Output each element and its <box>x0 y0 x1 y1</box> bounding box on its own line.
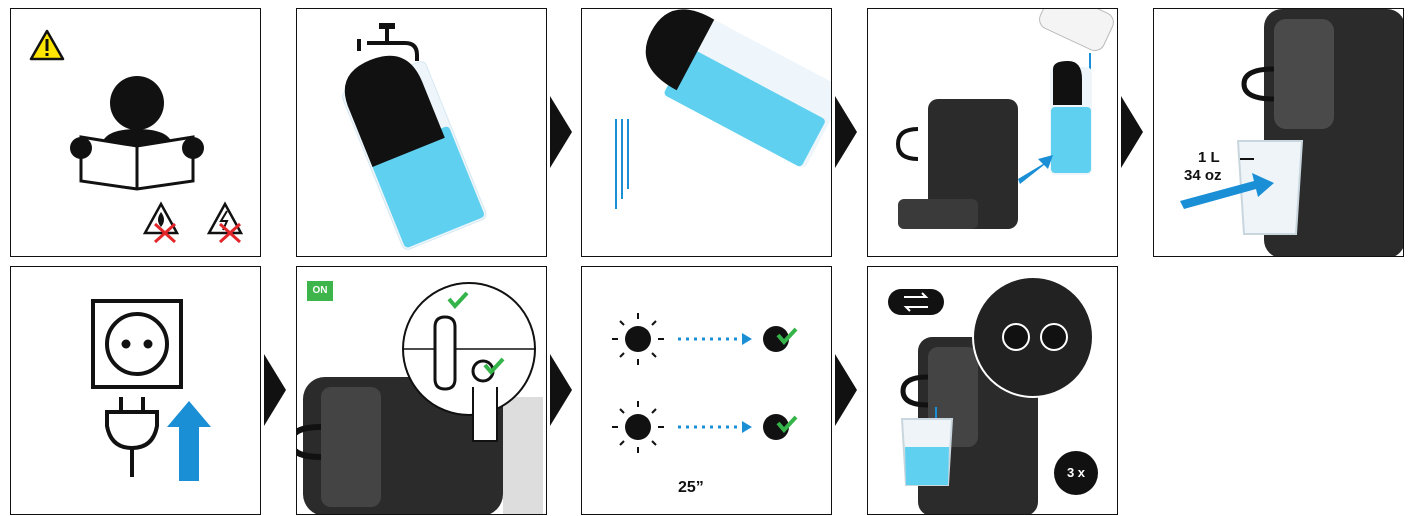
power-plug-icon <box>11 267 261 515</box>
blinking-button-icon <box>612 313 664 365</box>
step-fill-tank-panel <box>867 8 1118 257</box>
volume-liters-label: 1 L <box>1198 149 1220 166</box>
zoom-lens <box>973 277 1093 397</box>
next-step-arrow <box>1121 96 1143 168</box>
repeat-count-label: 3 x <box>1054 465 1098 480</box>
next-step-arrow <box>264 354 286 426</box>
tap-water-icon <box>297 9 547 257</box>
read-manual-icon <box>11 9 261 257</box>
blinking-button-icon <box>612 401 664 453</box>
container-under-spout-icon <box>1154 9 1404 257</box>
repeat-icon <box>888 289 944 315</box>
step-place-container-panel: 1 L 34 oz <box>1153 8 1404 257</box>
step-rinse-cycle-panel: 3 x <box>867 266 1118 515</box>
step-power-on-panel: ON <box>296 266 547 515</box>
next-step-arrow <box>835 96 857 168</box>
volume-oz-label: 34 oz <box>1184 167 1222 184</box>
person-head <box>110 76 164 130</box>
power-on-icon <box>297 267 547 515</box>
next-step-arrow <box>835 354 857 426</box>
step-plug-in-panel <box>10 266 261 515</box>
next-step-arrow <box>550 96 572 168</box>
on-badge: ON <box>307 281 333 301</box>
step-read-manual-panel <box>10 8 261 257</box>
step-empty-tank-panel <box>581 8 832 257</box>
next-step-arrow <box>550 354 572 426</box>
fill-tank-icon <box>868 9 1118 257</box>
up-arrow-icon <box>167 401 211 481</box>
step-rinse-tank-panel <box>296 8 547 257</box>
empty-tank-icon <box>582 9 832 257</box>
step-heating-panel: 25” <box>581 266 832 515</box>
heating-duration-label: 25” <box>678 479 704 497</box>
heating-lights-icon <box>582 267 832 515</box>
